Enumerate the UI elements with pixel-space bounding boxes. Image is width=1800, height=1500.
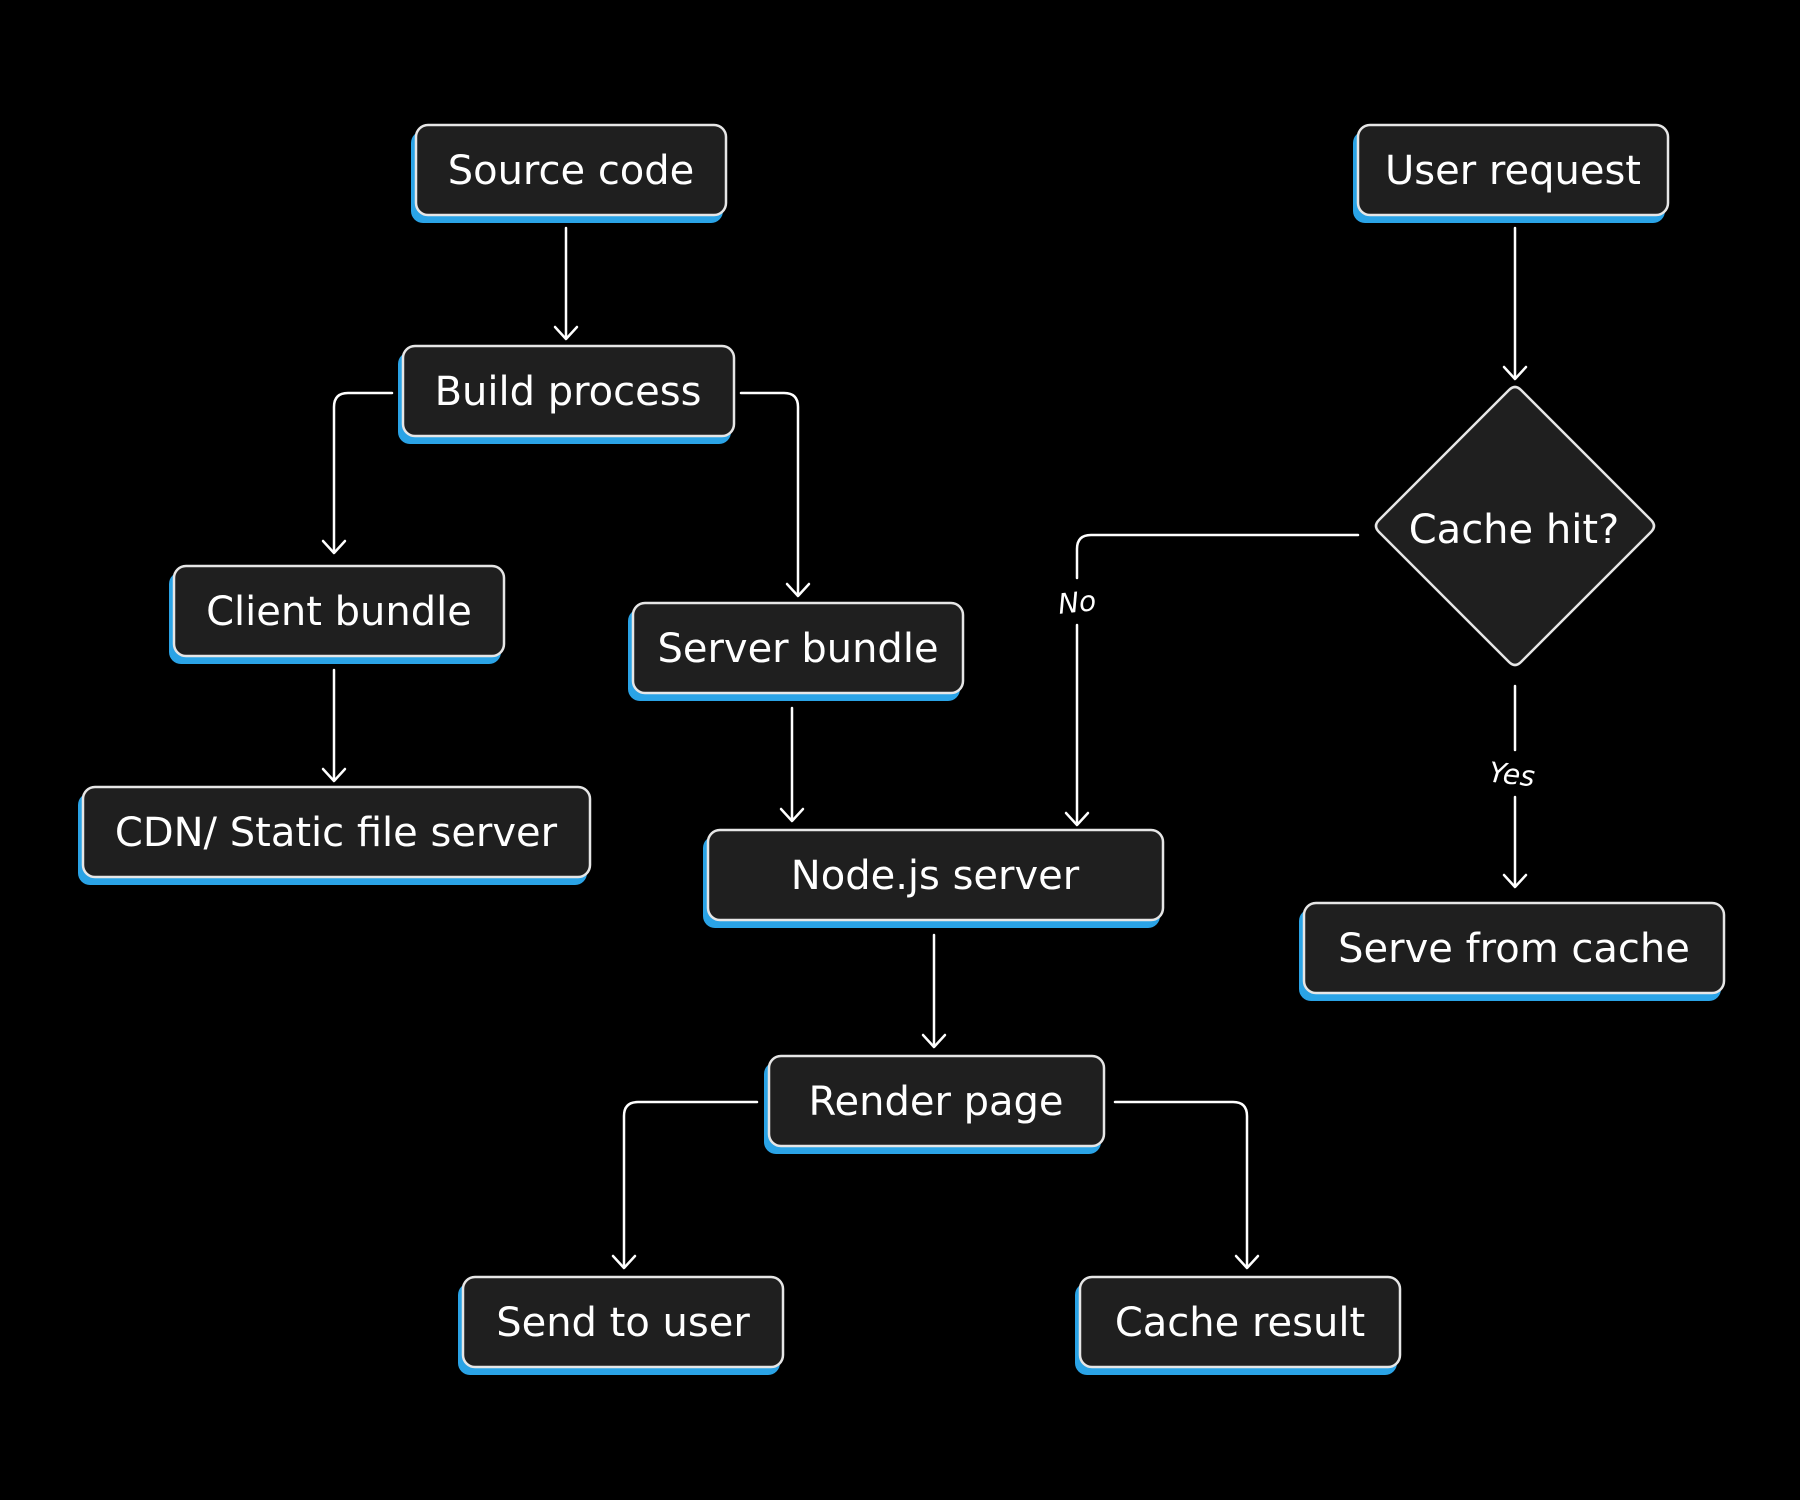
node-client-bundle[interactable]: Client bundle — [169, 564, 506, 664]
node-box — [401, 344, 736, 438]
node-label: Render page — [808, 1079, 1063, 1125]
arrowhead-nodejs-from-server — [779, 807, 805, 823]
node-label: Serve from cache — [1338, 926, 1690, 972]
arrowhead-client-bundle — [321, 539, 347, 555]
arrowhead-cache-hit — [1502, 365, 1528, 381]
node-box — [1302, 901, 1726, 995]
arrowhead-send-to-user — [611, 1254, 637, 1270]
node-serve-from-cache[interactable]: Serve from cache — [1299, 901, 1726, 1001]
node-cdn-static-file-server[interactable]: CDN/ Static file server — [78, 785, 592, 885]
node-label: Build process — [435, 369, 702, 415]
node-cache-hit-decision[interactable]: Cache hit? — [1374, 385, 1656, 667]
node-nodejs-server[interactable]: Node.js server — [703, 828, 1165, 928]
arrowhead-nodejs-from-cache — [1064, 811, 1090, 827]
edge-label-yes: Yes — [1487, 756, 1536, 794]
edge-cache-miss-no — [1075, 533, 1360, 580]
node-source-code[interactable]: Source code — [411, 123, 728, 223]
arrowhead-render-page — [921, 1033, 947, 1049]
node-box — [172, 564, 506, 658]
arrowhead-serve-from-cache — [1502, 873, 1528, 889]
edge-build-to-client — [332, 391, 394, 554]
node-label: Server bundle — [657, 626, 938, 672]
node-box — [767, 1054, 1106, 1148]
node-box — [1374, 385, 1656, 667]
node-user-request[interactable]: User request — [1353, 123, 1670, 223]
node-box — [1078, 1275, 1402, 1369]
node-cache-result[interactable]: Cache result — [1075, 1275, 1402, 1375]
node-render-page[interactable]: Render page — [764, 1054, 1106, 1154]
node-label: Node.js server — [791, 853, 1080, 899]
node-label: CDN/ Static file server — [115, 810, 558, 856]
node-box — [631, 601, 965, 695]
node-box — [414, 123, 728, 217]
node-label: Cache result — [1115, 1300, 1365, 1346]
edge-render-to-send — [622, 1100, 759, 1269]
node-box — [81, 785, 592, 879]
node-send-to-user[interactable]: Send to user — [458, 1275, 785, 1375]
node-box — [1356, 123, 1670, 217]
edge-build-to-server — [739, 391, 800, 597]
node-box — [461, 1275, 785, 1369]
node-box — [706, 828, 1165, 922]
node-server-bundle[interactable]: Server bundle — [628, 601, 965, 701]
arrowhead-cdn — [321, 767, 347, 783]
arrowhead-server-bundle — [785, 582, 811, 598]
arrowhead-cache-result — [1234, 1254, 1260, 1270]
arrowhead-build-process — [553, 325, 579, 341]
node-label: User request — [1385, 148, 1641, 194]
node-label: Source code — [448, 148, 695, 194]
node-label: Client bundle — [206, 589, 472, 635]
node-label: Cache hit? — [1409, 507, 1620, 553]
node-build-process[interactable]: Build process — [398, 344, 736, 444]
node-label: Send to user — [496, 1300, 750, 1346]
edge-render-to-cache-result — [1113, 1100, 1249, 1269]
connectors — [321, 226, 1528, 1270]
edge-label-no: No — [1056, 584, 1097, 621]
